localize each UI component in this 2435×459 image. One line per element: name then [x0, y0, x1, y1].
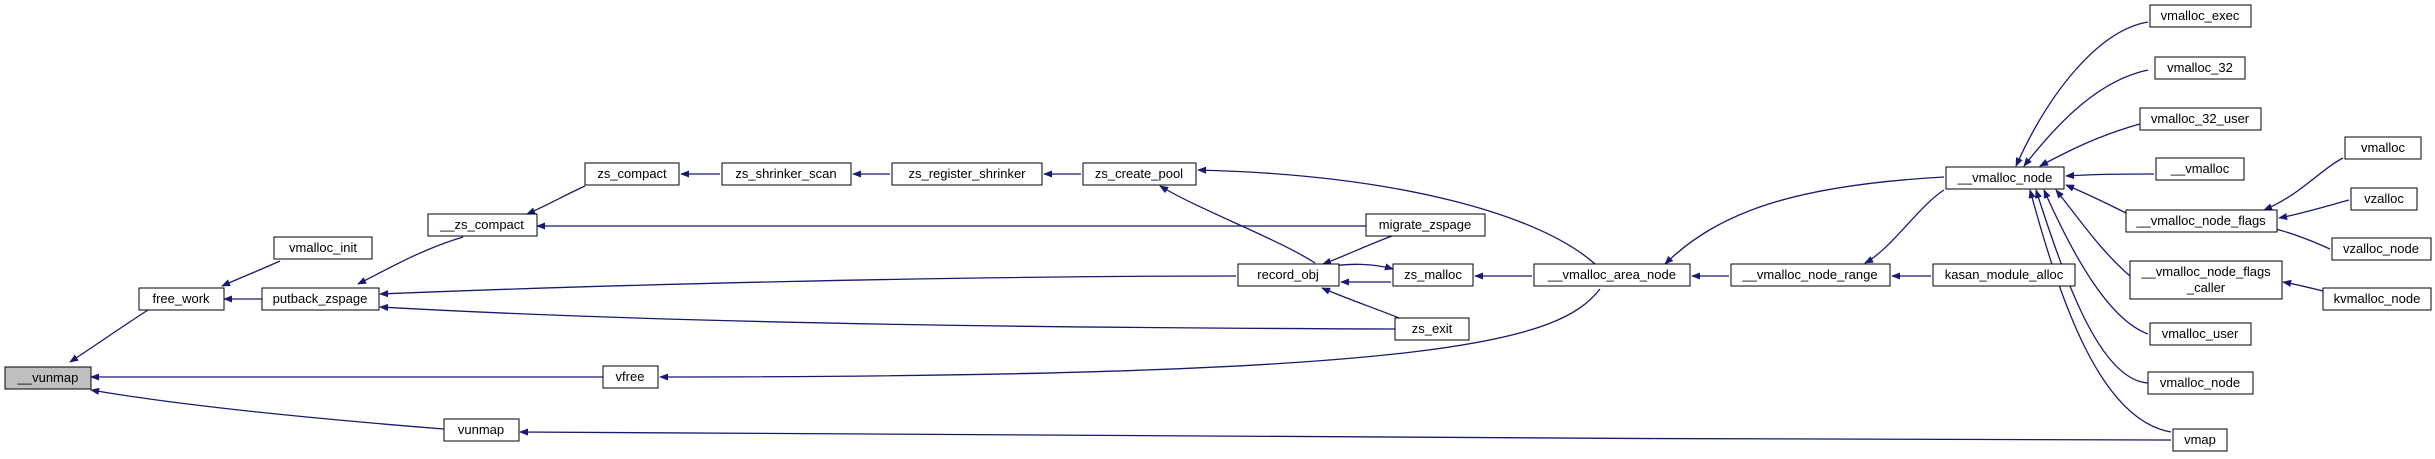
edge-vmalloc_node-to-vmalloc_node_under [2035, 189, 2149, 384]
node-label: vmalloc [2361, 140, 2406, 155]
node-label: zs_malloc [1404, 267, 1462, 282]
node-label: zs_create_pool [1095, 166, 1183, 181]
node-label: zs_exit [1412, 321, 1453, 336]
node-vzalloc_node[interactable]: vzalloc_node [2331, 237, 2432, 261]
node-vmalloc_node_range[interactable]: __vmalloc_node_range [1730, 263, 1891, 287]
edge-vmalloc_node_under-to-vmalloc_node_range [1864, 189, 1945, 264]
node-label: vmalloc_32_user [2151, 111, 2250, 126]
node-vunmap[interactable]: vunmap [443, 418, 520, 442]
edge-zs_compact-to-zs_compact_under [526, 185, 586, 215]
node-zs_exit[interactable]: zs_exit [1394, 317, 1470, 341]
edge-migrate_zspage-to-record_obj [1322, 235, 1393, 265]
node-label: record_obj [1257, 267, 1319, 282]
node-label: __vmalloc [2170, 161, 2230, 176]
edge-vmalloc_32-to-vmalloc_node_under [2023, 69, 2149, 167]
edge-vmalloc_under-to-vmalloc_node_under [2065, 171, 2155, 180]
node-zs_register_shrinker[interactable]: zs_register_shrinker [891, 162, 1043, 186]
node-label: vzalloc_node [2343, 241, 2419, 256]
node-vunmap_under[interactable]: __vunmap [4, 366, 92, 390]
node-vmalloc_init[interactable]: vmalloc_init [273, 236, 373, 260]
node-vzalloc[interactable]: vzalloc [2350, 187, 2418, 211]
node-kvmalloc_node[interactable]: kvmalloc_node [2322, 287, 2432, 311]
edge-vmalloc_user-to-vmalloc_node_under [2043, 189, 2149, 335]
node-label: __vmalloc_node_range [1741, 267, 1877, 282]
node-label: zs_compact [597, 166, 667, 181]
node-label: vmalloc_init [289, 240, 357, 255]
edge-vmalloc_node_flags_caller-to-vmalloc_node_under [2055, 189, 2131, 277]
node-migrate_zspage[interactable]: migrate_zspage [1365, 213, 1486, 237]
node-label-line-2: _caller [2186, 280, 2226, 295]
node-vmalloc_under[interactable]: __vmalloc [2155, 157, 2245, 181]
node-label-line-1: __vmalloc_node_flags [2140, 264, 2271, 279]
node-label: vmap [2184, 432, 2216, 447]
node-label: free_work [152, 291, 210, 306]
node-vmap[interactable]: vmap [2172, 428, 2228, 452]
node-zs_compact_under[interactable]: __zs_compact [427, 213, 538, 237]
node-label: putback_zspage [273, 291, 368, 306]
node-zs_malloc[interactable]: zs_malloc [1392, 263, 1474, 287]
node-vfree[interactable]: vfree [602, 365, 659, 389]
edge-vmalloc-to-vmalloc_node_flags [2263, 157, 2344, 211]
node-label: kasan_module_alloc [1945, 267, 2064, 282]
node-label: vzalloc [2364, 191, 2404, 206]
node-label: vmalloc_exec [2161, 8, 2240, 23]
edge-layer [69, 21, 2355, 441]
node-label: __vmalloc_node [1957, 170, 2053, 185]
node-label: __zs_compact [439, 217, 524, 232]
node-label: __vmalloc_area_node [1547, 267, 1676, 282]
node-vmalloc_node[interactable]: vmalloc_node [2147, 371, 2254, 395]
node-zs_create_pool[interactable]: zs_create_pool [1082, 162, 1197, 186]
node-label: zs_register_shrinker [908, 166, 1026, 181]
edge-vmalloc_32_user-to-vmalloc_node_under [2039, 123, 2141, 167]
edge-record_obj-to-putback_zspage [379, 275, 1237, 298]
edge-vzalloc-to-vmalloc_node_flags [2278, 199, 2350, 221]
node-zs_compact[interactable]: zs_compact [584, 162, 680, 186]
edge-vunmap-to-vunmap_under [90, 387, 445, 430]
node-vmalloc_node_flags[interactable]: __vmalloc_node_flags [2125, 209, 2278, 233]
edge-zs_exit-to-record_obj [1321, 287, 1405, 321]
edge-record_obj-to-zs_create_pool [1159, 185, 1316, 264]
node-label: migrate_zspage [1379, 217, 1472, 232]
node-vmalloc_32_user[interactable]: vmalloc_32_user [2139, 107, 2262, 131]
node-label: vfree [616, 369, 645, 384]
node-label: kvmalloc_node [2334, 291, 2421, 306]
node-record_obj[interactable]: record_obj [1237, 263, 1340, 287]
node-vmalloc_exec[interactable]: vmalloc_exec [2149, 4, 2252, 28]
edge-vmalloc_init-to-free_work [221, 260, 281, 287]
node-label: vunmap [458, 422, 504, 437]
edge-zs_compact_under-to-putback_zspage [357, 236, 464, 285]
node-label: __vmalloc_node_flags [2135, 213, 2266, 228]
edge-vmalloc_area_node-to-zs_create_pool [1197, 166, 1596, 265]
edge-vmalloc_node_under-to-vmalloc_area_node [1664, 176, 1945, 265]
node-vmalloc_node_flags_caller[interactable]: __vmalloc_node_flags _caller [2129, 260, 2283, 300]
node-vmalloc_area_node[interactable]: __vmalloc_area_node [1533, 263, 1691, 287]
node-label: zs_shrinker_scan [735, 166, 836, 181]
node-layer: __vunmap free_work vmalloc_init vfree vu… [4, 4, 2432, 452]
edge-vmalloc_exec-to-vmalloc_node_under [2015, 21, 2149, 167]
node-vmalloc_user[interactable]: vmalloc_user [2149, 322, 2252, 346]
node-free_work[interactable]: free_work [138, 287, 225, 311]
edge-free_work-to-vunmap_under [69, 309, 149, 363]
node-label: __vunmap [17, 370, 79, 385]
node-label: vmalloc_user [2162, 326, 2239, 341]
edge-vmalloc_area_node-to-vfree [659, 288, 1601, 381]
edge-vmap-to-vmalloc_node_under [2028, 189, 2172, 433]
edge-zs_exit-to-putback_zspage [379, 303, 1396, 330]
node-zs_shrinker_scan[interactable]: zs_shrinker_scan [721, 162, 852, 186]
node-kasan_module_alloc[interactable]: kasan_module_alloc [1932, 263, 2076, 287]
node-label: vmalloc_node [2160, 375, 2240, 390]
edge-vmalloc_node_flags-to-vmalloc_node_under [2065, 184, 2127, 214]
node-putback_zspage[interactable]: putback_zspage [261, 287, 380, 311]
node-label: vmalloc_32 [2167, 60, 2233, 75]
node-vmalloc_node_under[interactable]: __vmalloc_node [1945, 166, 2065, 190]
node-vmalloc[interactable]: vmalloc [2344, 136, 2422, 160]
node-vmalloc_32[interactable]: vmalloc_32 [2154, 56, 2246, 80]
edge-vmap-to-vunmap [519, 428, 2172, 441]
